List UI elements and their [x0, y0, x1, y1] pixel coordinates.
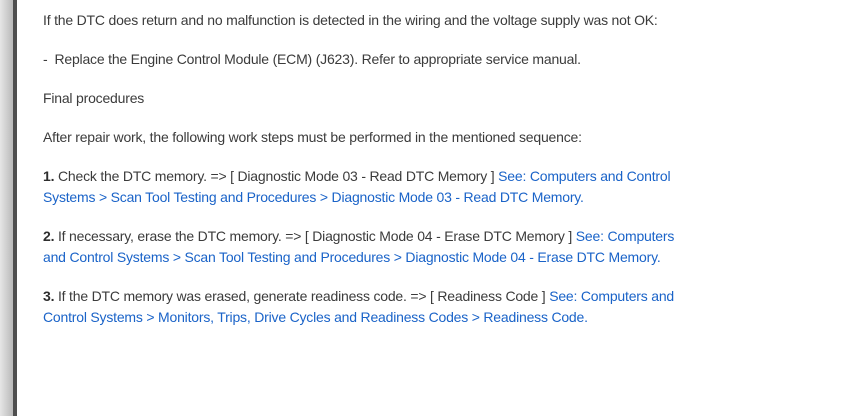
- final-procedures-heading: Final procedures: [43, 90, 145, 106]
- step-1-text: Check the DTC memory. => [ Diagnostic Mo…: [57, 168, 495, 184]
- step-3-text: If the DTC memory was erased, generate r…: [57, 288, 546, 304]
- step-1: 1. Check the DTC memory. => [ Diagnostic…: [43, 166, 675, 208]
- step-3: 3. If the DTC memory was erased, generat…: [43, 286, 675, 328]
- step-3-see-link[interactable]: See: Computers and Control Systems > Mon…: [43, 288, 675, 325]
- bullet-text: Replace the Engine Control Module (ECM) …: [54, 51, 581, 67]
- document-content: If the DTC does return and no malfunctio…: [43, 10, 675, 346]
- step-2-text: If necessary, erase the DTC memory. => […: [57, 228, 573, 244]
- step-2-see-link[interactable]: See: Computers and Control Systems > Sca…: [43, 228, 675, 265]
- step-1-number: 1.: [43, 168, 55, 184]
- panel-border-line: [13, 0, 17, 416]
- step-2: 2. If necessary, erase the DTC memory. =…: [43, 226, 675, 268]
- bullet-replace-ecm: -Replace the Engine Control Module (ECM)…: [43, 49, 675, 70]
- step-1-see-link[interactable]: See: Computers and Control Systems > Sca…: [43, 168, 671, 205]
- step-2-number: 2.: [43, 228, 55, 244]
- bullet-dash: -: [43, 51, 48, 67]
- paragraph-dtc-condition: If the DTC does return and no malfunctio…: [43, 12, 658, 28]
- paragraph-after-repair: After repair work, the following work st…: [43, 129, 582, 145]
- step-3-number: 3.: [43, 288, 55, 304]
- left-panel-edge: [0, 0, 13, 416]
